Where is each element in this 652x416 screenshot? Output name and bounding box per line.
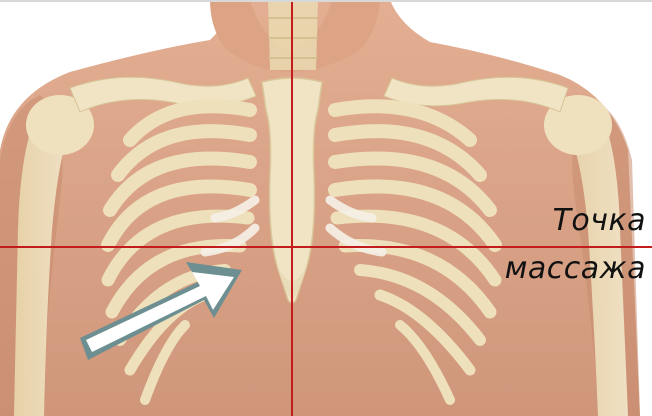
caption-line-1: Точка [553, 204, 646, 238]
top-rule [0, 0, 652, 2]
caption-line-2: массажа [505, 252, 646, 286]
